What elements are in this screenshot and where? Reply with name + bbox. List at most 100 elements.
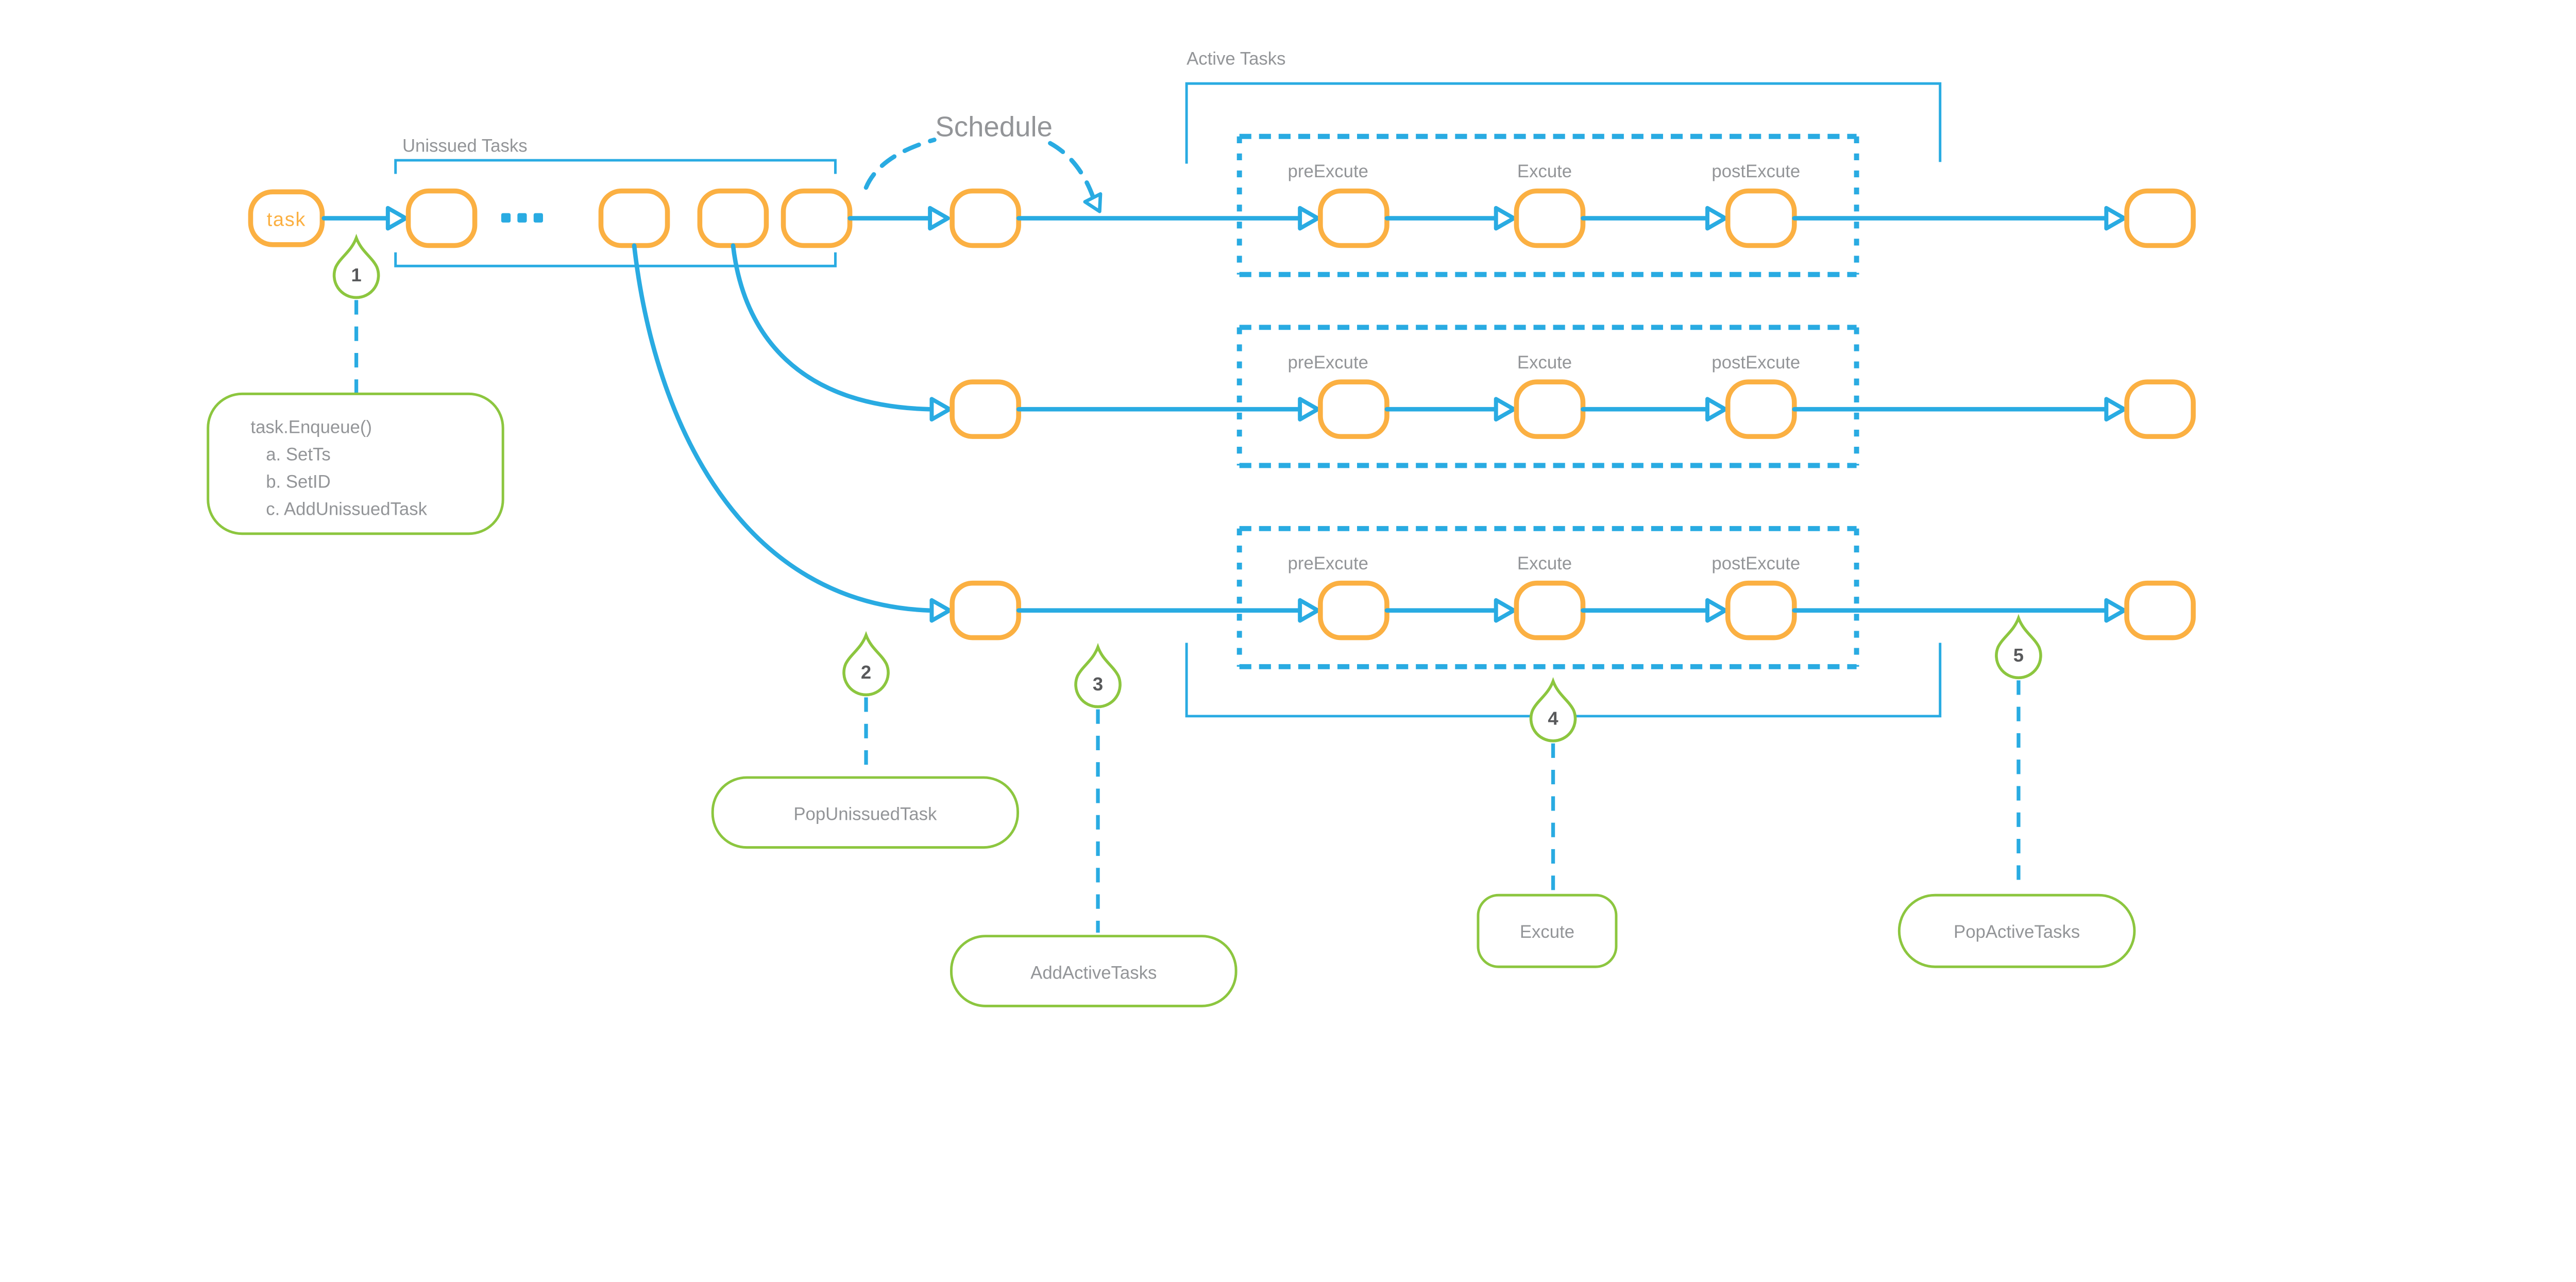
marker-pin-icon xyxy=(1074,643,1122,709)
end-node-row1 xyxy=(2124,188,2196,248)
marker-1-number: 1 xyxy=(351,264,361,285)
arrow-queue-to-worker-1 xyxy=(848,208,948,229)
marker-3: 3 AddActiveTasks xyxy=(950,643,1238,1007)
end-node-row3 xyxy=(2124,580,2196,640)
arrowhead-icon xyxy=(930,208,948,229)
add-active-tasks-label: AddActiveTasks xyxy=(1030,963,1157,983)
annotation-box-enqueue xyxy=(207,392,504,535)
marker-4: 4 Excute xyxy=(1477,677,1618,968)
pop-active-tasks-label: PopActiveTasks xyxy=(1954,922,2080,942)
arrow-execute-to-post-row2 xyxy=(1581,399,1725,419)
arrowhead-icon xyxy=(1300,399,1318,419)
arrow-schedule-to-pre-row2 xyxy=(1016,399,1318,419)
queue-node-3 xyxy=(697,188,769,248)
active-tasks-label: Active Tasks xyxy=(1187,49,1285,69)
arrow-post-to-end-row2 xyxy=(1792,399,2124,419)
pre-execute-label-row2: preExcute xyxy=(1288,353,1368,373)
arrow-pre-to-execute-row1 xyxy=(1384,208,1514,229)
worker-row-3: preExcute Excute postExcute xyxy=(950,526,2196,669)
unissued-tasks-bracket-bottom xyxy=(394,252,837,267)
arrowhead-icon xyxy=(1707,399,1725,419)
marker-1: 1 task.Enqueue() a. SetTs b. SetID c. Ad… xyxy=(207,233,504,535)
active-tasks-bracket-top xyxy=(1185,82,1942,164)
arrowhead-icon xyxy=(2106,600,2124,621)
enqueue-item-b: b. SetID xyxy=(266,472,331,492)
marker-2-number: 2 xyxy=(861,662,871,683)
schedule-node-row3 xyxy=(950,580,1021,640)
pre-execute-label-row1: preExcute xyxy=(1288,162,1368,181)
unissued-tasks-group: Unissued Tasks task xyxy=(248,137,853,267)
queue-ellipsis-icon xyxy=(501,213,543,223)
arrow-task-to-queue xyxy=(321,208,406,229)
schedule-arc-right xyxy=(1048,141,1097,204)
execute-node-row2 xyxy=(1514,379,1586,439)
enqueue-item-a: a. SetTs xyxy=(266,445,331,464)
execute-label-row2: Excute xyxy=(1517,353,1572,373)
worker-row-2: preExcute Excute postExcute xyxy=(950,325,2196,468)
execute-node-row1 xyxy=(1514,188,1586,248)
arrowhead-icon xyxy=(2106,399,2124,419)
arrow-queue-to-worker-3 xyxy=(632,243,950,621)
enqueue-title: task.Enqueue() xyxy=(250,418,372,437)
post-execute-label-row1: postExcute xyxy=(1711,162,1800,181)
schedule-node-row1 xyxy=(950,188,1021,248)
marker-5-number: 5 xyxy=(2013,645,2024,666)
schedule-node-row2 xyxy=(950,379,1021,439)
execute-annotation-label: Excute xyxy=(1520,922,1574,942)
marker-3-number: 3 xyxy=(1093,673,1103,695)
arrowhead-icon xyxy=(1085,194,1107,215)
arrowhead-icon xyxy=(2106,208,2124,229)
annotation-box-add-active-tasks xyxy=(950,935,1238,1007)
pre-execute-node-row3 xyxy=(1318,580,1389,640)
arrowhead-icon xyxy=(931,399,950,419)
post-execute-label-row2: postExcute xyxy=(1711,353,1800,373)
execute-node-row3 xyxy=(1514,580,1586,640)
arrowhead-icon xyxy=(1496,399,1514,419)
marker-pin-icon xyxy=(842,631,890,697)
worker-row-1: preExcute Excute postExcute xyxy=(950,133,2196,277)
pre-execute-node-row2 xyxy=(1318,379,1389,439)
arrowhead-icon xyxy=(1300,600,1318,621)
annotation-box-pop-active-tasks xyxy=(1897,893,2136,968)
diagram-canvas: Unissued Tasks task Schedule xyxy=(207,49,2196,1007)
execute-label-row1: Excute xyxy=(1517,162,1572,181)
pre-execute-node-row1 xyxy=(1318,188,1389,248)
unissued-tasks-bracket-top xyxy=(394,159,837,174)
active-tasks-group: Active Tasks xyxy=(1185,49,1942,718)
arrow-schedule-to-pre-row1 xyxy=(1016,208,1318,229)
marker-pin-icon xyxy=(1529,677,1577,743)
schedule-group: Schedule xyxy=(863,111,1107,215)
arrow-pre-to-execute-row2 xyxy=(1384,399,1514,419)
arrowhead-icon xyxy=(1707,600,1725,621)
marker-4-number: 4 xyxy=(1548,707,1558,729)
marker-pin-icon xyxy=(1995,614,2042,680)
task-scheduler-diagram: Unissued Tasks task Schedule xyxy=(207,49,2196,1007)
execute-label-row3: Excute xyxy=(1517,554,1572,573)
arrow-queue-to-worker-2 xyxy=(731,243,950,420)
queue-node-2 xyxy=(598,188,670,248)
post-execute-node-row1 xyxy=(1725,188,1797,248)
arrow-post-to-end-row3 xyxy=(1792,600,2124,621)
post-execute-label-row3: postExcute xyxy=(1711,554,1800,573)
unissued-tasks-label: Unissued Tasks xyxy=(402,137,528,156)
annotation-box-execute xyxy=(1477,893,1618,968)
arrowhead-icon xyxy=(1300,208,1318,229)
end-node-row2 xyxy=(2124,379,2196,439)
arrow-pre-to-execute-row3 xyxy=(1384,600,1514,621)
arrow-execute-to-post-row1 xyxy=(1581,208,1725,229)
task-node-label: task xyxy=(267,209,306,230)
arrowhead-icon xyxy=(931,600,950,621)
post-execute-node-row3 xyxy=(1725,580,1797,640)
pre-execute-label-row3: preExcute xyxy=(1288,554,1368,573)
arrowhead-icon xyxy=(1707,208,1725,229)
schedule-label: Schedule xyxy=(935,111,1053,143)
marker-pin-icon xyxy=(332,233,380,299)
arrowhead-icon xyxy=(1496,600,1514,621)
arrowhead-icon xyxy=(388,208,406,229)
enqueue-item-c: c. AddUnissuedTask xyxy=(266,499,427,519)
arrow-execute-to-post-row3 xyxy=(1581,600,1725,621)
arrowhead-icon xyxy=(1496,208,1514,229)
marker-2: 2 PopUnissuedTask xyxy=(711,631,1019,849)
arrow-post-to-end-row1 xyxy=(1792,208,2124,229)
arrow-schedule-to-pre-row3 xyxy=(1016,600,1318,621)
